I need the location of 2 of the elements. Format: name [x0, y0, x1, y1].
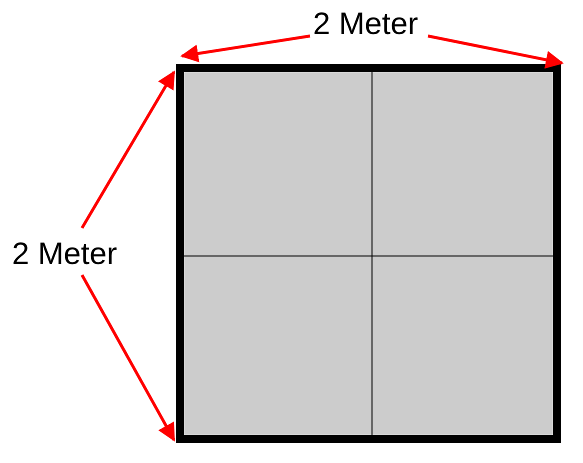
dimension-label: 2 Meter: [12, 238, 118, 269]
dimension-label: 2 Meter: [313, 8, 418, 39]
